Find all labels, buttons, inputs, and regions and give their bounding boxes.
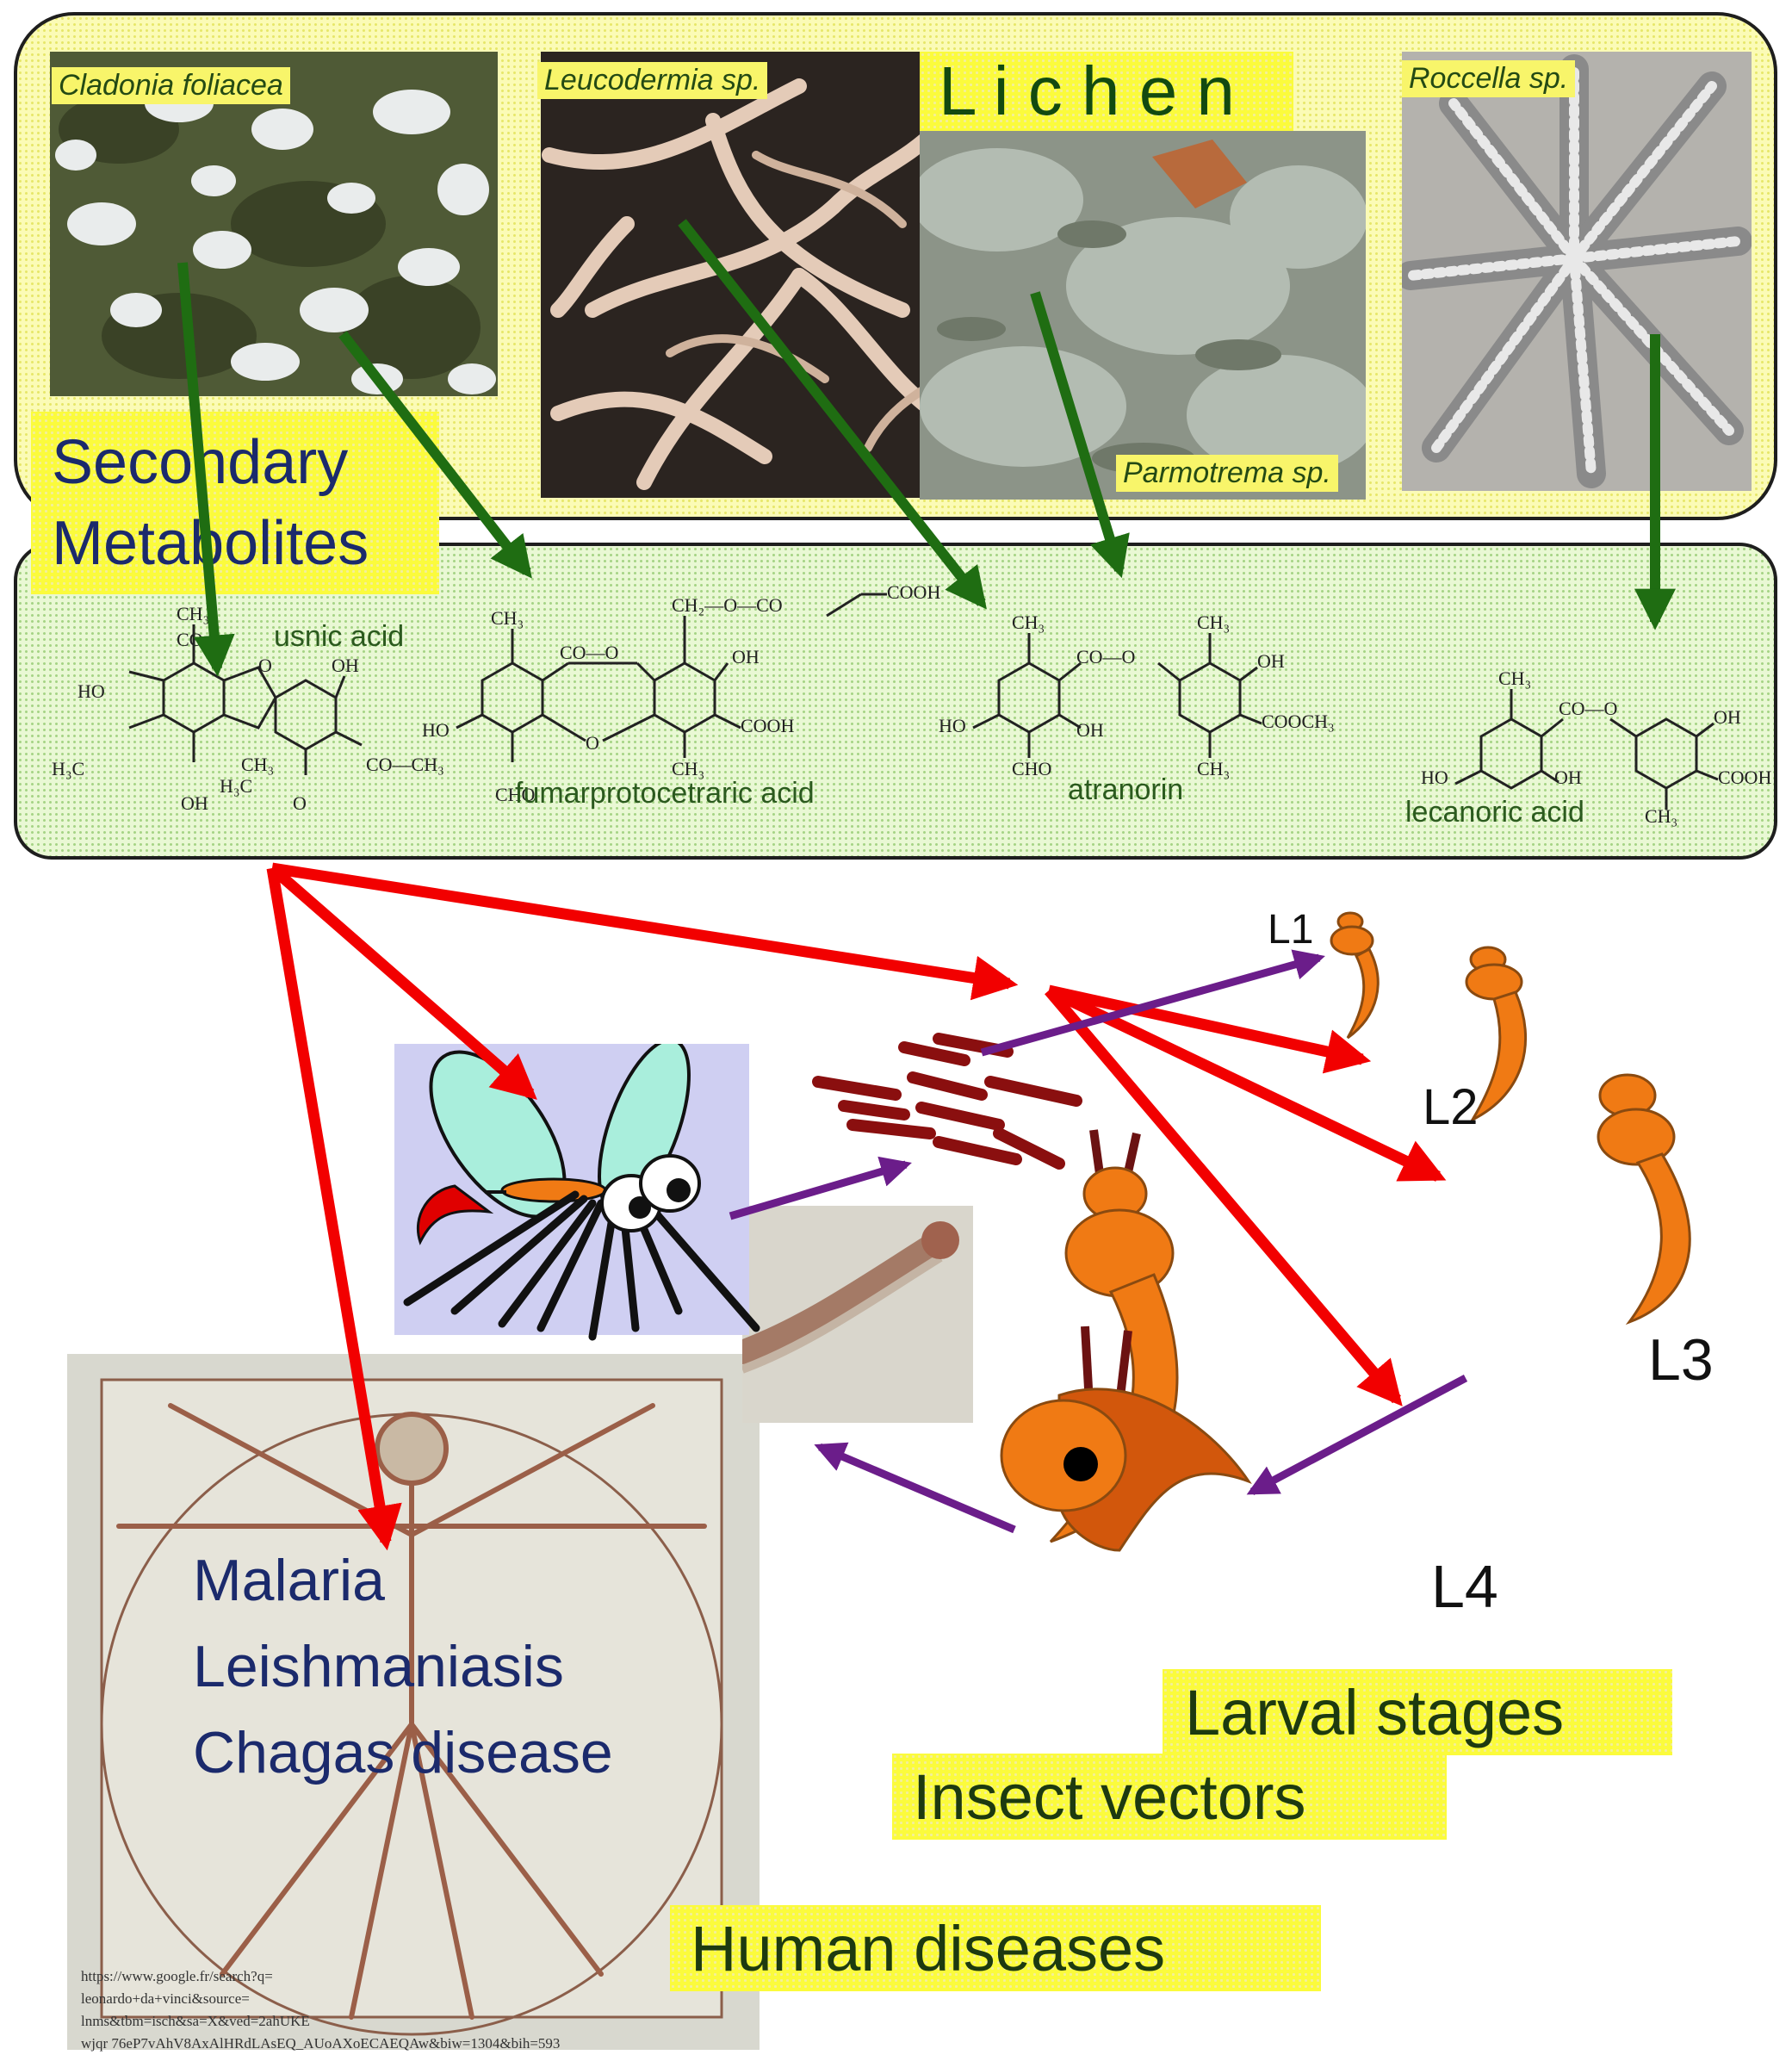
compound-fumarprotocetraric-acid: fumarprotocetraric acid [515, 777, 815, 810]
mosquito-icon [403, 1044, 760, 1341]
svg-text:OH: OH [181, 792, 208, 814]
species-caption-roccella: Roccella sp. [1402, 60, 1576, 97]
svg-text:COOH: COOH [1718, 767, 1771, 788]
stage-label-l4: L4 [1431, 1553, 1498, 1620]
arrow-l4-to-adult [1246, 1375, 1468, 1495]
svg-text:CH₃: CH₃ [177, 603, 209, 624]
human-diseases-text: Human diseases [691, 1913, 1166, 1984]
url-line-2: leonardo+da+vinci&source= [81, 1990, 250, 2007]
insect-vectors-label: Insect vectors [892, 1754, 1447, 1840]
usnic-acid-structure [128, 624, 363, 775]
svg-text:CO—O: CO—O [1559, 698, 1617, 719]
svg-text:CH₃: CH₃ [672, 758, 704, 779]
compound-lecanoric-acid: lecanoric acid [1405, 796, 1584, 829]
svg-text:CH₃: CH₃ [491, 607, 524, 629]
disease-item-malaria: Malaria [193, 1548, 385, 1613]
photo-cladonia-foliacea [50, 52, 498, 396]
larvae-icons [1000, 911, 1691, 1552]
arrow-metabolites-to-mosquito [268, 864, 537, 1100]
compound-atranorin: atranorin [1068, 773, 1184, 806]
svg-text:COOH: COOH [741, 715, 794, 736]
species-caption-parmotrema: Parmotrema sp. [1116, 455, 1338, 492]
arrow-adult-to-human [814, 1442, 1016, 1534]
svg-text:CH₃: CH₃ [1012, 612, 1045, 633]
lichen-title-text: L i c h e n [939, 53, 1235, 129]
lecanoric-acid-structure [1454, 689, 1719, 810]
arrow-parasites-to-l1 [980, 949, 1325, 1057]
atranorin-structure [972, 633, 1262, 758]
larval-stages-text: Larval stages [1185, 1677, 1565, 1748]
species-caption-leucodermia: Leucodermia sp. [537, 62, 768, 99]
svg-text:O: O [258, 655, 272, 676]
svg-text:CH₃: CH₃ [1645, 805, 1677, 827]
disease-item-leishmaniasis: Leishmaniasis [193, 1634, 564, 1699]
svg-text:CH₂—O—CO: CH₂—O—CO [672, 594, 783, 616]
url-line-3: lnms&tbm=isch&sa=X&ved=2ahUKE [81, 2013, 310, 2029]
image-source-url: https://www.google.fr/search?q= leonardo… [81, 1965, 560, 2055]
svg-text:HO: HO [939, 715, 966, 736]
svg-text:O: O [293, 792, 307, 814]
svg-text:OH: OH [1554, 767, 1582, 788]
svg-text:H₃C: H₃C [52, 758, 84, 779]
url-line-1: https://www.google.fr/search?q= [81, 1968, 273, 1984]
larval-stages-label: Larval stages [1163, 1669, 1672, 1755]
arrow-larvae-to-l4-top [1046, 985, 1447, 1182]
svg-text:CO—O: CO—O [560, 642, 618, 663]
metabolites-panel [14, 543, 1777, 860]
svg-text:CHO: CHO [1012, 758, 1051, 779]
compound-usnic-acid: usnic acid [274, 620, 405, 653]
svg-text:HO: HO [422, 719, 450, 741]
insect-vectors-text: Insect vectors [913, 1761, 1306, 1833]
stage-label-l2: L2 [1423, 1079, 1479, 1135]
svg-text:CO—CH₃: CO—CH₃ [366, 754, 444, 775]
disease-item-chagas: Chagas disease [193, 1720, 613, 1785]
svg-text:CH₃: CH₃ [241, 754, 274, 775]
species-caption-cladonia: Cladonia foliacea [52, 67, 290, 104]
larva-l3-icon [1597, 1073, 1691, 1326]
arrow-larvae-to-adult [1045, 986, 1403, 1406]
svg-text:CHO: CHO [495, 784, 535, 805]
svg-text:CH₃: CH₃ [1197, 758, 1230, 779]
lichen-title: L i c h e n [920, 52, 1293, 131]
fumarprotocetraric-acid-structure [456, 593, 887, 762]
arrow-cladonia-to-fumarprotocetraric [338, 331, 532, 579]
arm-patch-image [742, 1206, 973, 1423]
svg-text:O: O [586, 732, 599, 754]
svg-text:OH: OH [732, 646, 760, 667]
vitruvian-man-image [67, 1354, 760, 2050]
arrow-metabolites-to-diseases [266, 866, 402, 1551]
arrow-leucodermia-to-atranorin-left [678, 219, 987, 610]
svg-text:OH: OH [1257, 650, 1285, 672]
svg-text:H₃C: H₃C [220, 775, 252, 797]
svg-text:OH: OH [1714, 706, 1741, 728]
arrow-parmotrema-to-atranorin [1030, 291, 1130, 579]
svg-text:OH: OH [1076, 719, 1104, 741]
stage-label-l3: L3 [1648, 1327, 1714, 1393]
larva-l1-icon [1330, 911, 1380, 1040]
photo-parmotrema [920, 131, 1366, 500]
svg-text:CO—O: CO—O [1076, 646, 1135, 667]
arrow-cladonia-to-usnic [177, 262, 235, 677]
svg-text:CH₃: CH₃ [1498, 667, 1531, 689]
larva-l2-icon [1465, 946, 1528, 1123]
parasites-icon [812, 1033, 1082, 1170]
stage-label-l1: L1 [1268, 907, 1314, 953]
adult-larva-head-icon [1000, 1326, 1252, 1552]
human-diseases-label: Human diseases [670, 1905, 1321, 1991]
arrow-metabolites-to-larvae [270, 862, 1019, 1001]
photo-leucodermia [541, 52, 946, 498]
arrow-larvae-to-l2 [1047, 984, 1372, 1074]
svg-text:HO: HO [1421, 767, 1448, 788]
svg-text:CH₃: CH₃ [1197, 612, 1230, 633]
svg-text:COOH: COOH [887, 581, 940, 603]
url-line-4: wjqr 76eP7vAhV8AxAlHRdLAsEQ_AUoAXoECAEQA… [81, 2035, 561, 2052]
svg-text:COOCH₃: COOCH₃ [1262, 711, 1335, 732]
svg-text:OH: OH [332, 655, 359, 676]
arrow-mosquito-to-parasites [729, 1156, 912, 1220]
svg-text:HO: HO [78, 680, 105, 702]
